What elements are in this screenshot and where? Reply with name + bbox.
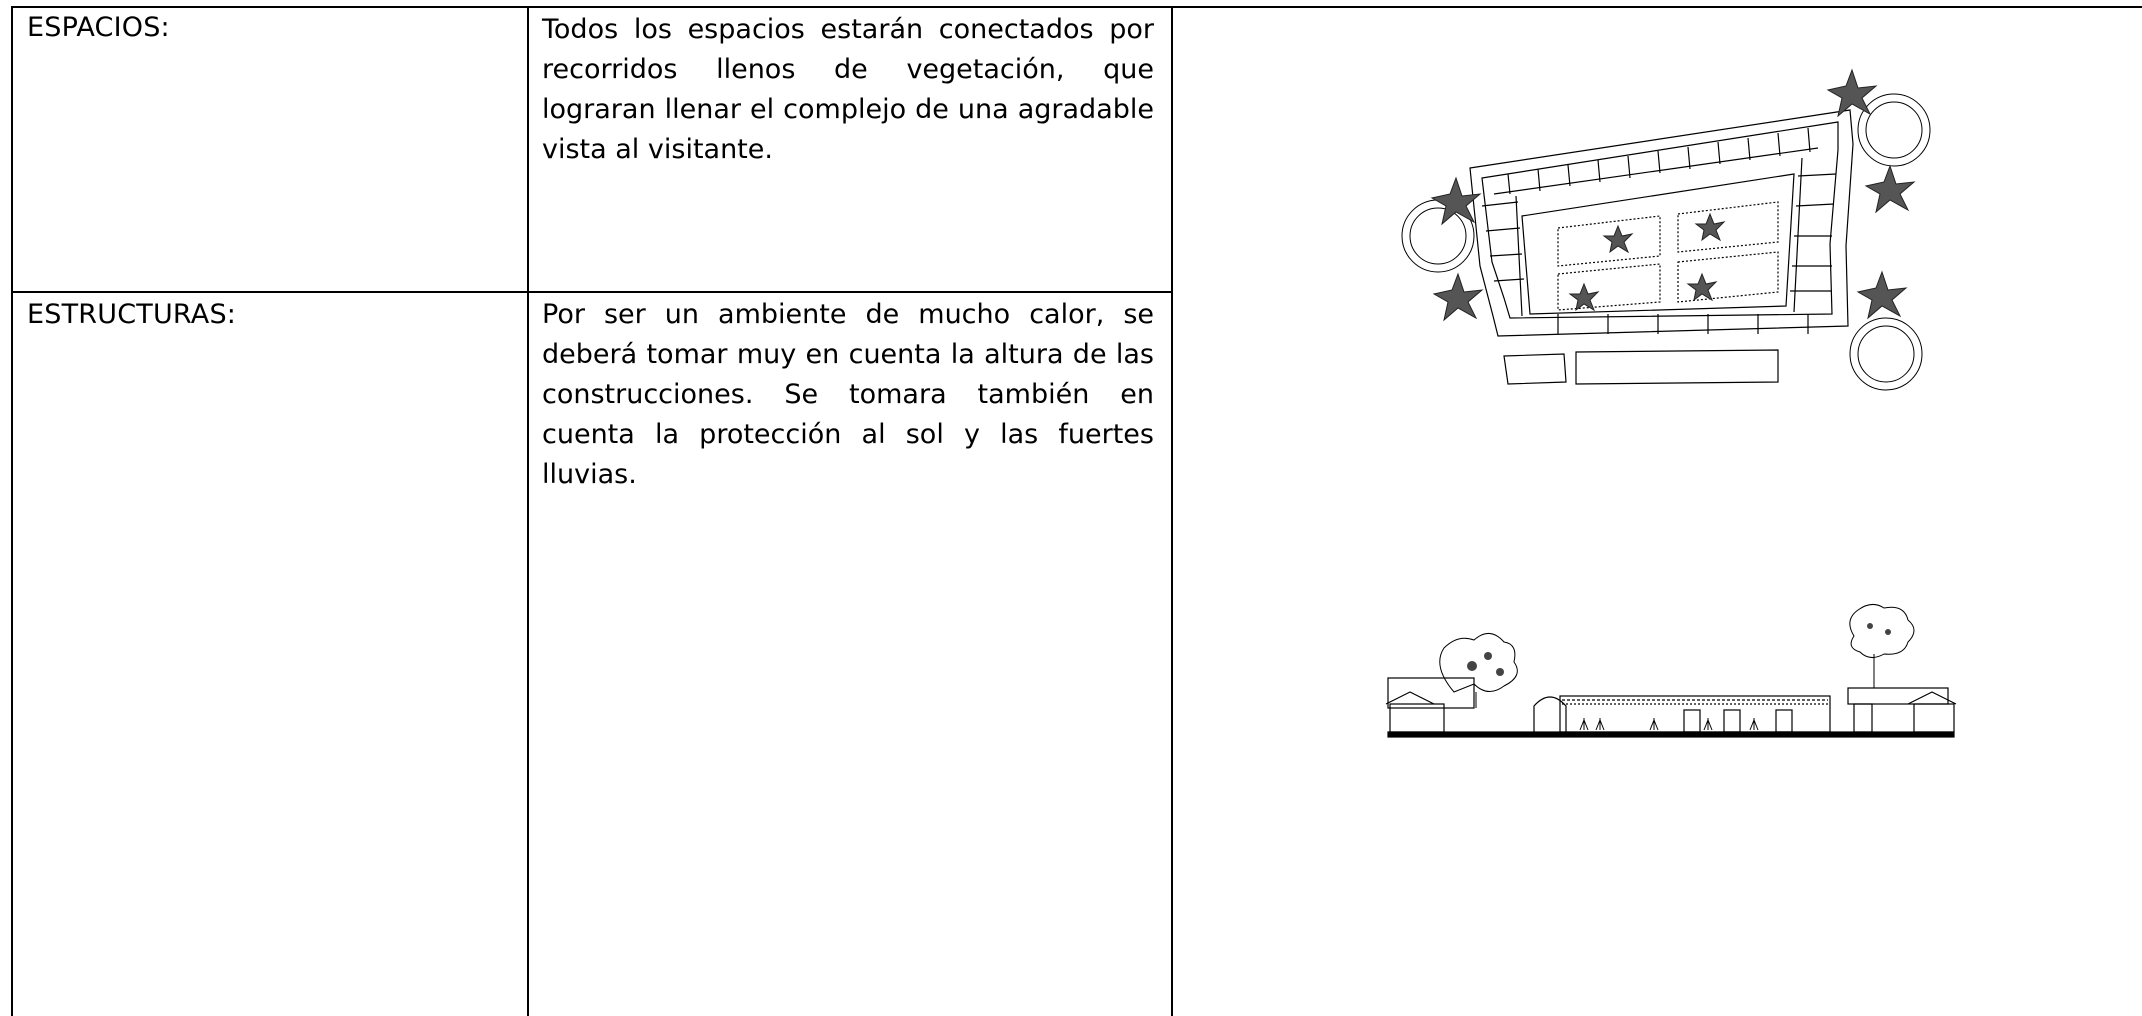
row-text-espacios: Todos los espacios estarán conectados po… [542,14,1154,165]
table-left-border [11,6,13,1016]
row-label-estructuras: ESTRUCTURAS: [27,299,237,330]
row-text-estructuras: Por ser un ambiente de mucho calor, se d… [542,299,1154,490]
site-plan-drawing [1398,66,1950,406]
table-top-border [11,6,2142,8]
content-table [11,6,2142,1016]
row-label-espacios: ESPACIOS: [27,12,170,43]
column-divider-2 [1171,6,1173,1016]
row-divider [11,291,1173,293]
section-elevation-drawing [1384,596,1958,740]
column-divider-1 [527,6,529,1016]
